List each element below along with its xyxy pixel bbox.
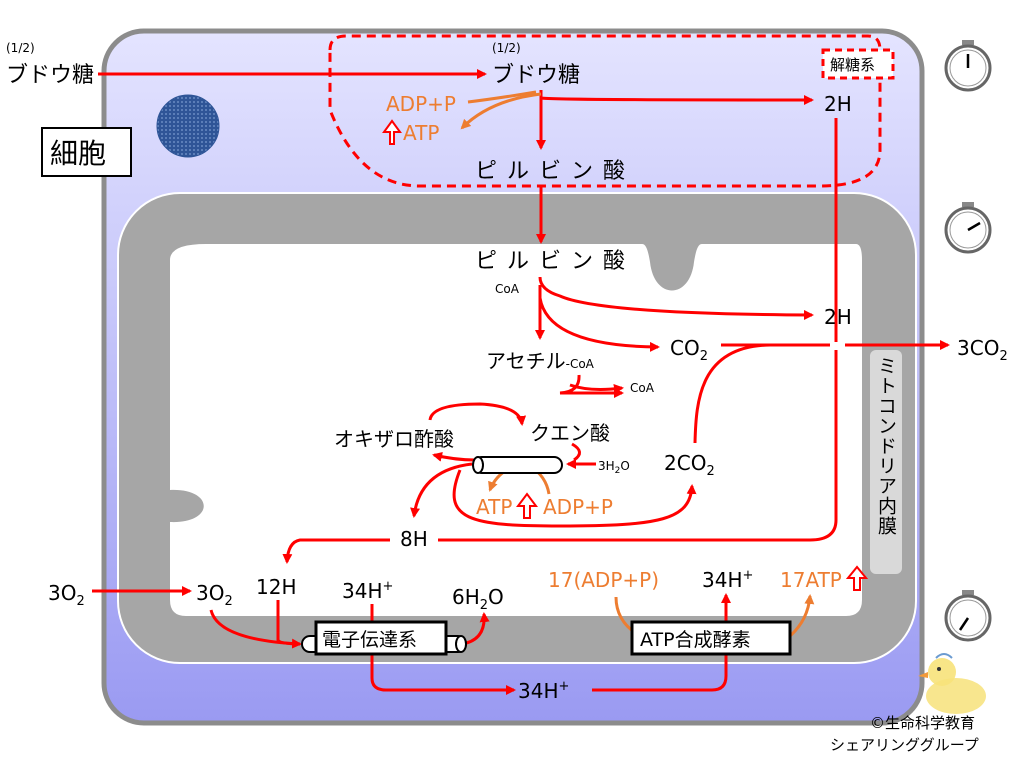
h12-label: 12H	[256, 575, 297, 599]
glucose-left-fraction: (1/2)	[6, 41, 35, 55]
adp-p-citric: ADP+P	[543, 495, 613, 519]
nucleus	[156, 94, 220, 158]
co2-label: CO2	[670, 336, 708, 364]
up-arrow-icon	[516, 492, 538, 519]
glycolysis-label-box	[821, 48, 895, 80]
duck-mascot-icon	[918, 653, 986, 714]
h2o-6-label: 6H2O	[452, 585, 504, 613]
h2o-3-label: 3H2O	[598, 459, 630, 476]
h34-matrix-label: 34H+	[342, 579, 393, 603]
adp-p-glycolysis: ADP+P	[386, 92, 456, 116]
reaction-arrows	[92, 69, 950, 695]
mitochondrial-matrix	[170, 244, 862, 616]
h8-label: 8H	[400, 527, 428, 551]
o2-input-label: 3O2	[48, 581, 85, 609]
h2-matrix: 2H	[824, 305, 852, 329]
glucose-top-fraction: (1/2)	[492, 41, 521, 55]
cell-label-box	[41, 127, 132, 177]
glucose-left-label: ブドウ糖	[6, 63, 94, 88]
co2-2-label: 2CO2	[664, 451, 715, 479]
etc-label: 電子伝達系	[322, 629, 417, 651]
atp-synthase-box	[630, 620, 792, 656]
adp-p-17-label: 17(ADP+P)	[548, 568, 659, 592]
acetyl-coa-label: アセチル-CoA	[486, 349, 595, 373]
stopwatch-icon	[944, 588, 992, 642]
enzyme-cylinder-citric	[472, 456, 563, 474]
co2-output-label: 3CO2	[957, 336, 1008, 364]
atp-synthase-label: ATP合成酵素	[640, 629, 751, 651]
citrate-label: クエン酸	[530, 421, 610, 445]
atp-citric: ATP	[476, 495, 512, 519]
atp-glycolysis: ATP	[403, 121, 439, 145]
up-arrow-icon	[382, 119, 402, 145]
oxaloacetate-label: オキザロ酢酸	[334, 427, 454, 451]
glycolysis-region	[328, 34, 882, 188]
h34-synthase-label: 34H+	[702, 568, 753, 592]
stopwatch-icon	[944, 38, 992, 92]
coa-release: CoA	[630, 381, 655, 395]
pyruvate-matrix: ピルビン酸	[475, 249, 635, 274]
glycolysis-label: 解糖系	[830, 56, 875, 74]
inner-membrane-label: ミトコンドリア内膜	[875, 356, 897, 536]
pyruvate-cytoplasm: ピルビン酸	[475, 159, 635, 184]
credit-line-1: ©生命科学教育	[870, 714, 975, 732]
credit-line-2: シェアリンググループ	[830, 736, 979, 754]
up-arrow-icon	[845, 565, 869, 591]
coa-input: CoA	[495, 282, 520, 296]
inner-membrane-label-box	[870, 350, 902, 574]
h2-glycolysis: 2H	[824, 92, 852, 116]
glucose-top-label: ブドウ糖	[492, 63, 580, 88]
atp-17-label: 17ATP	[780, 568, 842, 592]
etc-box	[314, 620, 448, 656]
stopwatch-icon	[944, 200, 992, 254]
o2-matrix-label: 3O2	[196, 581, 233, 609]
h34-intermembrane-label: 34H+	[518, 679, 569, 703]
cell-label: 細胞	[50, 137, 106, 170]
